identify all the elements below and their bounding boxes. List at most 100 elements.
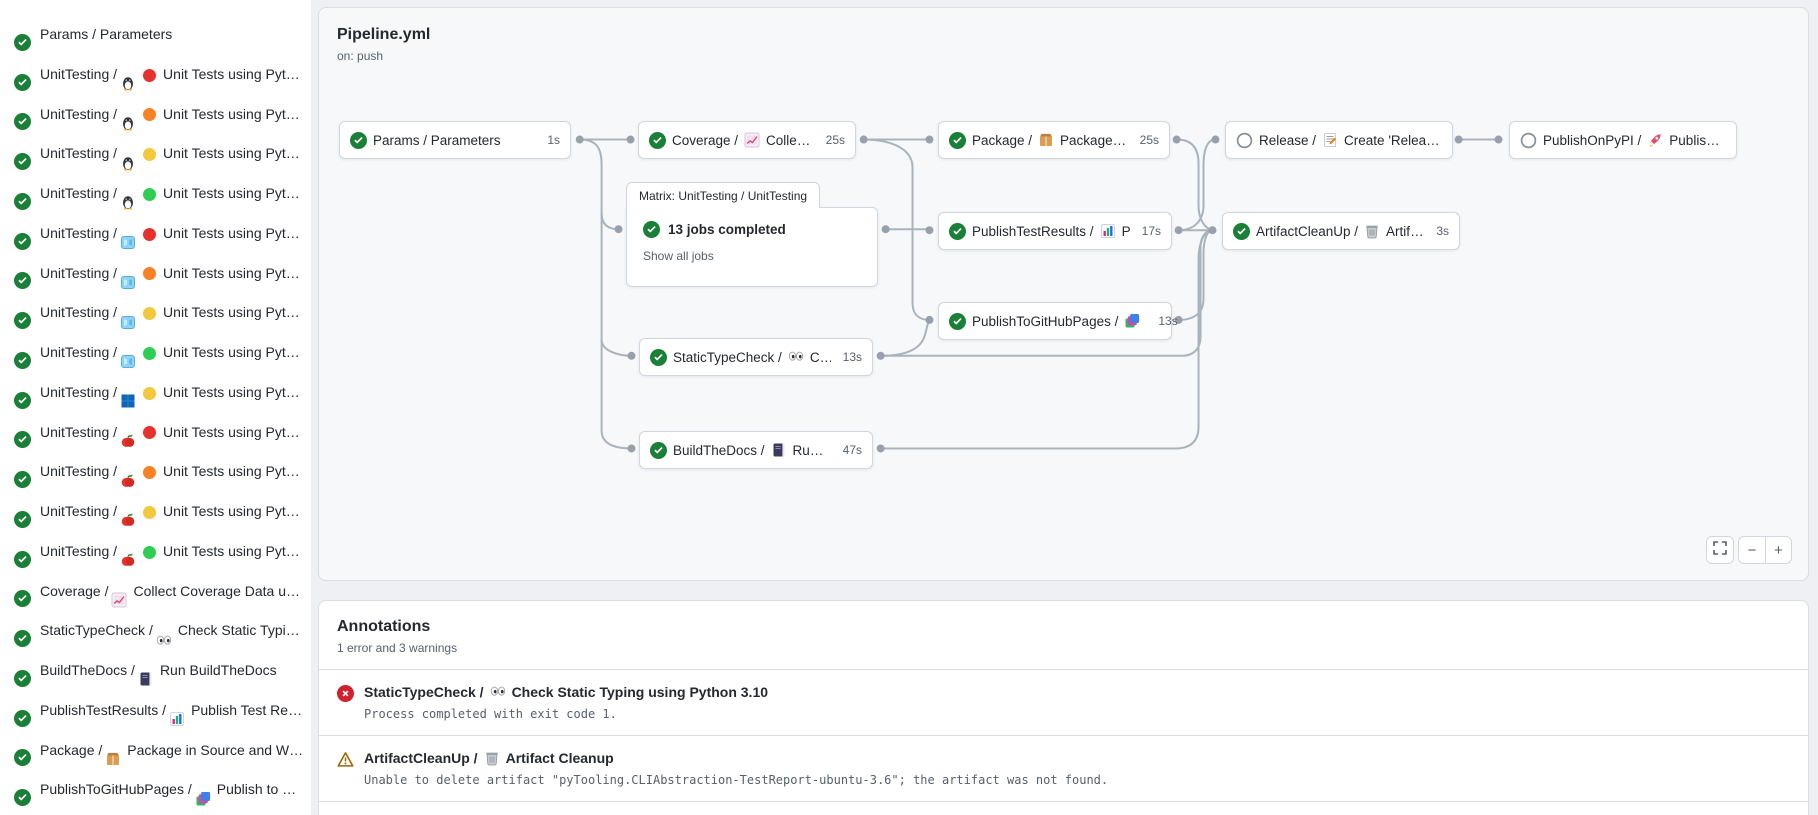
graph-node-package[interactable]: Package /Package in So…25s — [938, 121, 1170, 159]
sidebar-job-item[interactable]: StaticTypeCheck /Check Static Typing… — [0, 611, 311, 651]
sidebar-job-item[interactable]: UnitTesting /Unit Tests using Pyth… — [0, 254, 311, 294]
job-label: Unit Tests using Pyth… — [163, 304, 308, 321]
rocket-icon — [1647, 132, 1663, 148]
job-label: Package in Source and Wh… — [127, 741, 311, 758]
check-circle-icon — [1233, 222, 1250, 240]
job-prefix: BuildTheDocs / — [40, 662, 135, 678]
zoom-out-button[interactable]: − — [1738, 536, 1765, 564]
job-prefix: UnitTesting / — [40, 185, 118, 201]
graph-node-publishtogithubpages[interactable]: PublishToGitHubPages /…13s — [938, 302, 1178, 340]
check-circle-icon — [949, 131, 966, 149]
graph-node-publishtestresults[interactable]: PublishTestResults /Pu…17s — [938, 212, 1172, 250]
sidebar-job-item[interactable]: Package /Package in Source and Wh… — [0, 731, 311, 771]
check-circle-icon — [14, 106, 31, 131]
annotation-item: StaticTypeCheck /Check Static Typing usi… — [319, 670, 1808, 736]
check-circle-icon — [14, 305, 31, 330]
bar-chart-icon — [169, 703, 185, 727]
sidebar-job-item[interactable]: UnitTesting /Unit Tests using Pyth… — [0, 95, 311, 135]
node-title: Package / — [972, 132, 1033, 148]
annotations-header: Annotations 1 error and 3 warnings — [319, 601, 1808, 670]
graph-node-release[interactable]: Release / Create 'Release P… — [1225, 121, 1453, 159]
warning-icon — [337, 751, 354, 768]
sidebar-job-item[interactable]: UnitTesting /Unit Tests using Pyth… — [0, 55, 311, 95]
check-circle-icon — [643, 221, 660, 238]
penguin-icon — [120, 107, 136, 131]
node-title: ArtifactCleanUp / — [1256, 223, 1359, 239]
graph-node-artifactcleanup[interactable]: ArtifactCleanUp /Artifac…3s — [1222, 212, 1460, 250]
zoom-controls: − + — [1738, 536, 1792, 564]
annotation-job-title[interactable]: StaticTypeCheck /Check Static Typing usi… — [364, 684, 769, 700]
job-label: Unit Tests using Pyth… — [163, 344, 308, 360]
sidebar-job-item[interactable]: Coverage /Collect Coverage Data usi… — [0, 572, 311, 612]
sidebar-job-item[interactable]: PublishToGitHubPages /Publish to G… — [0, 770, 311, 810]
matrix-group[interactable]: 13 jobs completed Show all jobs — [626, 207, 878, 287]
node-duration: 13s — [842, 350, 862, 364]
job-prefix: UnitTesting / — [40, 423, 118, 440]
annotation-job-title[interactable]: ArtifactCleanUp /Artifact Cleanup — [364, 750, 614, 766]
job-prefix: UnitTesting / — [40, 105, 118, 122]
sidebar-job-item[interactable]: PublishTestResults / Publish Test Resu… — [0, 691, 311, 731]
job-label: Publish Test Resu… — [191, 701, 311, 718]
check-circle-icon — [14, 583, 31, 608]
penguin-icon — [120, 147, 136, 171]
chart-line-icon — [111, 584, 127, 608]
check-circle-icon — [350, 131, 367, 149]
chart-line-icon — [744, 132, 760, 148]
sidebar-job-item[interactable]: UnitTesting /Unit Tests using Pyth… — [0, 174, 311, 214]
sidebar-job-item[interactable]: BuildTheDocs /Run BuildTheDocs — [0, 651, 311, 691]
graph-node-publishonpypi[interactable]: PublishOnPyPI /Publish to … — [1509, 121, 1737, 159]
node-title: Release / — [1259, 132, 1317, 148]
check-circle-icon — [949, 312, 966, 330]
node-label: Create 'Release P… — [1344, 132, 1442, 148]
show-all-jobs-link[interactable]: Show all jobs — [643, 249, 714, 263]
graph-node-buildthedocs[interactable]: BuildTheDocs /Run Buil…47s — [639, 431, 873, 469]
sidebar-job-item[interactable]: UnitTesting / Unit Tests using Pyth… — [0, 333, 311, 373]
job-prefix: StaticTypeCheck / — [40, 622, 153, 639]
sidebar-job-item[interactable]: UnitTesting /Unit Tests using Pyth… — [0, 214, 311, 254]
sidebar-job-item[interactable]: UnitTesting /Unit Tests using Pyth… — [0, 532, 311, 572]
job-label: Unit Tests using Pyth… — [163, 383, 308, 400]
package-icon — [1038, 132, 1054, 148]
check-circle-icon — [14, 27, 31, 51]
job-label: Unit Tests using Pyth… — [163, 463, 308, 480]
check-circle-icon — [14, 226, 31, 250]
node-title: StaticTypeCheck / — [673, 349, 782, 365]
node-duration: 25s — [825, 133, 845, 147]
sidebar-job-item[interactable]: UnitTesting / Unit Tests using Pyth… — [0, 413, 311, 453]
windows-icon — [120, 385, 136, 408]
dot-yellow-icon — [143, 505, 157, 519]
apple-icon — [120, 504, 136, 527]
job-prefix: UnitTesting / — [40, 145, 118, 162]
workflow-trigger: on: push — [337, 49, 384, 63]
node-duration: 17s — [1141, 224, 1161, 238]
sidebar-job-item[interactable]: UnitTesting /Unit Tests using Pyth… — [0, 134, 311, 174]
sidebar-job-item[interactable]: UnitTesting /Unit Tests using Pyth… — [0, 293, 311, 333]
check-circle-icon — [14, 504, 31, 528]
job-label: Unit Tests using Pyth… — [163, 423, 308, 440]
sidebar-job-item[interactable]: UnitTesting /Unit Tests using Pyth… — [0, 452, 311, 492]
sidebar-job-item[interactable]: UnitTesting /Unit Tests using Pyth… — [0, 373, 311, 413]
node-label: Collect Cove… — [766, 132, 814, 148]
graph-node-statictypecheck[interactable]: StaticTypeCheck / Chec… 13s — [639, 338, 873, 376]
ice-icon — [120, 306, 136, 329]
graph-node-coverage[interactable]: Coverage /Collect Cove…25s — [638, 121, 856, 159]
job-prefix: UnitTesting / — [40, 344, 118, 360]
check-circle-icon — [14, 146, 31, 171]
fullscreen-button[interactable] — [1706, 536, 1734, 564]
matrix-tab[interactable]: Matrix: UnitTesting / UnitTesting — [626, 182, 821, 208]
sidebar-job-item[interactable]: UnitTesting /Unit Tests using Pyth… — [0, 492, 311, 532]
node-label: Chec… — [809, 349, 831, 365]
x-circle-icon — [337, 685, 354, 702]
eyes-icon — [788, 349, 804, 365]
check-circle-icon — [14, 703, 31, 727]
eyes-icon — [156, 624, 172, 645]
apple-icon — [120, 465, 136, 487]
job-prefix: PublishTestResults / — [40, 701, 167, 718]
zoom-in-button[interactable]: + — [1765, 536, 1792, 564]
check-circle-icon — [650, 348, 667, 366]
job-prefix: UnitTesting / — [40, 542, 118, 559]
annotation-item: ArtifactCleanUp /Artifact Cleanup Unable… — [319, 736, 1808, 802]
check-circle-icon — [14, 424, 31, 449]
sidebar-job-item[interactable]: Params / Parameters — [0, 15, 311, 55]
